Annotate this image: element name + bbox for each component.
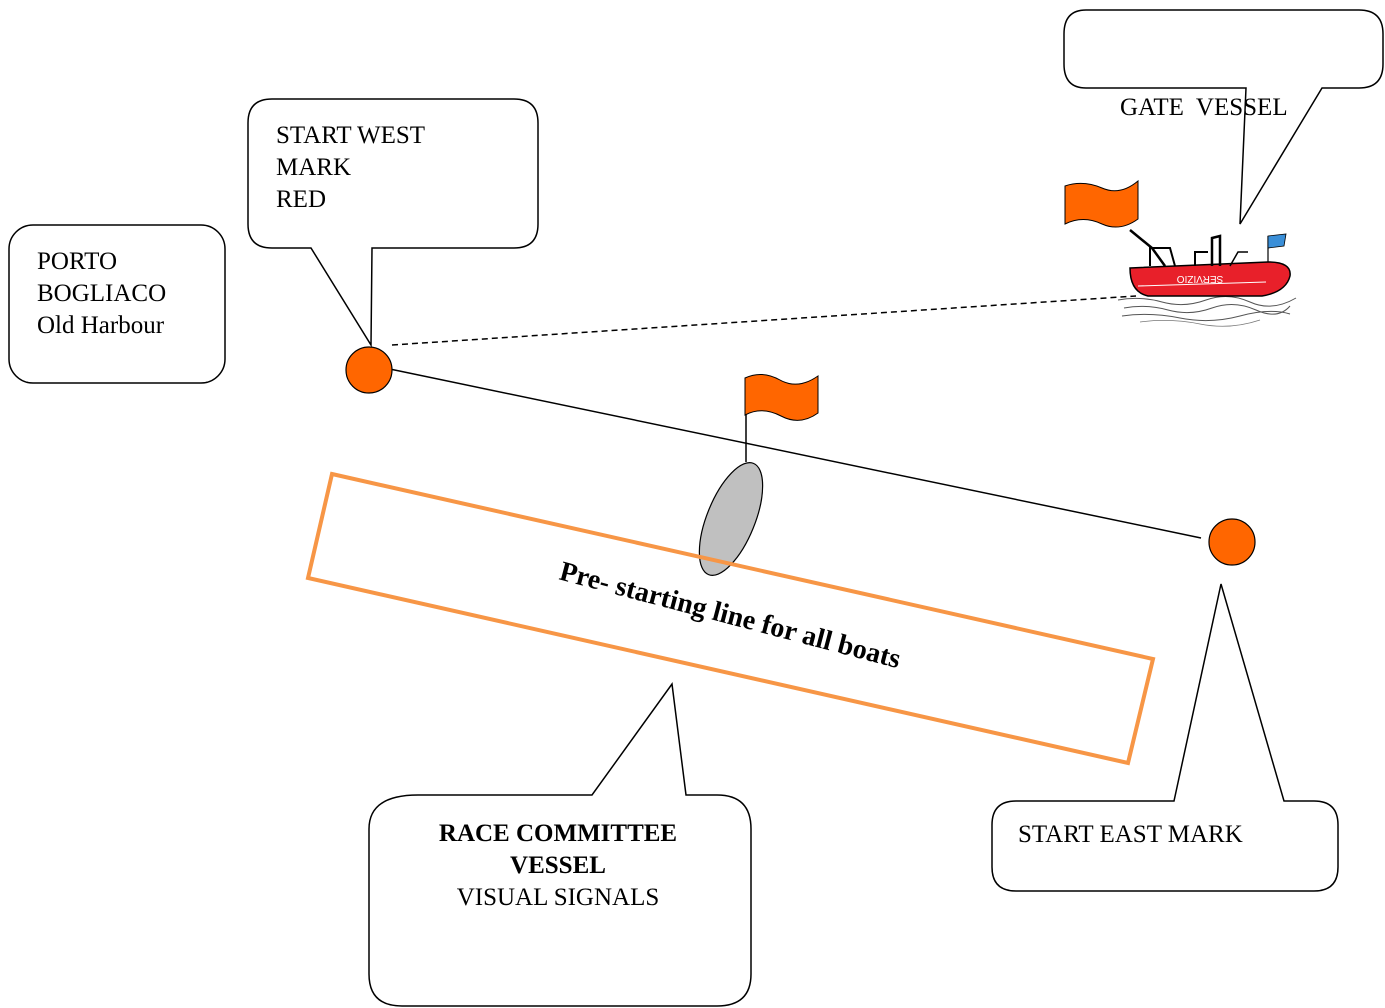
start-west-callout [247, 98, 539, 348]
start-east-mark [1208, 518, 1256, 566]
pre-start-area [305, 471, 1156, 766]
porto-label: PORTO BOGLIACO Old Harbour [37, 246, 166, 342]
gate-vessel-flag [1064, 179, 1139, 228]
committee-flag [744, 374, 819, 421]
gate-line [391, 295, 1137, 346]
gate-vessel-label: GATE VESSEL [1120, 28, 1288, 156]
start-west-line-1: START WEST [276, 122, 426, 149]
boat-hull-text: SERVIZIO [1177, 273, 1224, 284]
porto-callout-box [8, 224, 226, 384]
race-committee-label: RACE COMMITTEE VESSEL VISUAL SIGNALS [380, 818, 736, 914]
start-west-mark [345, 346, 393, 394]
race-committee-callout [368, 682, 752, 1007]
start-west-line-3: RED [276, 186, 326, 213]
gate-vessel-text: GATE VESSEL [1120, 94, 1288, 121]
porto-line-1: PORTO [37, 248, 118, 275]
start-east-label: START EAST MARK [1018, 819, 1243, 851]
start-east-callout [991, 583, 1339, 892]
race-committee-line-1: RACE COMMITTEE [438, 820, 678, 847]
gate-vessel-callout [1063, 9, 1384, 225]
race-committee-boat [698, 462, 764, 576]
starting-line [384, 367, 1202, 539]
race-committee-line-2: VESSEL [510, 852, 606, 879]
porto-line-2: BOGLIACO [37, 280, 167, 307]
gate-vessel-boat: SERVIZIO [1117, 229, 1297, 327]
start-west-label: START WEST MARK RED [276, 120, 425, 216]
porto-line-3: Old Harbour [37, 312, 165, 339]
start-west-line-2: MARK [276, 154, 352, 181]
race-committee-line-3: VISUAL SIGNALS [456, 884, 660, 911]
start-east-text: START EAST MARK [1018, 821, 1243, 848]
